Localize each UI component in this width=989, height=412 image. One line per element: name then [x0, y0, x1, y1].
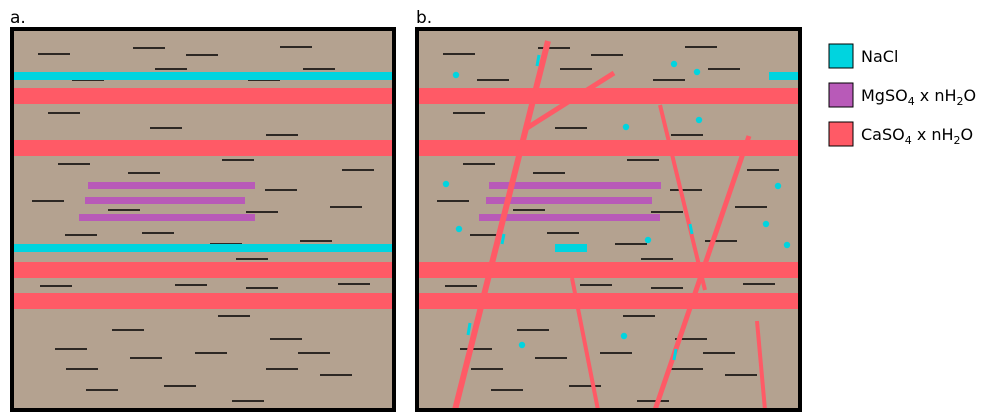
panel-a-nacl-layer-1	[12, 72, 394, 80]
legend-label-mgso4: MgSO4 x nH2O	[861, 86, 976, 108]
panel-a-caso4-layer-2	[12, 140, 394, 156]
legend-item-mgso4: MgSO4 x nH2O	[828, 82, 976, 108]
panel-b-nacl-layer-remnant	[769, 72, 800, 80]
panel-b-nacl-crystal	[762, 220, 770, 228]
panel-a-label: a.	[10, 8, 26, 28]
panel-b-vein-lower	[570, 277, 600, 411]
panel-b-nacl-fragment-3	[466, 322, 472, 336]
panel-a-border	[10, 27, 396, 412]
panel-b-nacl-vein-fragments	[466, 54, 694, 361]
legend-swatch-caso4	[828, 121, 854, 147]
panel-a-caso4-layer-3	[12, 262, 394, 278]
panel-b-nacl-crystal	[693, 68, 701, 76]
panel-b-nacl-crystal	[452, 71, 460, 79]
panel-b-nacl-crystal	[644, 236, 652, 244]
panel-b-nacl-crystal	[783, 241, 791, 249]
legend-label-nacl: NaCl	[861, 47, 898, 66]
panel-b-nacl-fragment-5	[672, 348, 678, 361]
panel-b: b.	[415, 8, 802, 412]
panel-b-mgso4-layer-3	[479, 214, 660, 221]
panel-b-nacl-crystals	[442, 60, 791, 349]
panel-b-label: b.	[416, 8, 432, 28]
panel-a-caso4-layer-1	[12, 88, 394, 104]
panel-b-caso4-layer-3	[417, 262, 800, 278]
panel-b-caso4-layer-2	[417, 140, 800, 156]
panel-b-nacl-crystal	[670, 60, 678, 68]
panel-b-border	[415, 27, 802, 412]
legend-item-nacl: NaCl	[828, 43, 898, 69]
panel-b-vein-small	[755, 320, 767, 411]
panel-b-mgso4-layer-1	[489, 182, 661, 189]
panel-b-nacl-crystal	[622, 123, 630, 131]
panel-b-mgso4-layer-2	[486, 197, 652, 204]
panel-b-nacl-crystal	[620, 332, 628, 340]
panel-a-sediment-dashes	[32, 46, 374, 402]
panel-b-vein-main	[452, 40, 551, 411]
panel-b-caso4-layer-1	[417, 88, 800, 104]
panel-b-nacl-layer-remnant-2	[555, 244, 587, 252]
legend-item-caso4: CaSO4 x nH2O	[828, 121, 973, 147]
panel-a-mgso4-layer-2	[85, 197, 245, 204]
legend: NaCl MgSO4 x nH2O CaSO4 x nH2O	[828, 43, 976, 147]
legend-swatch-mgso4	[828, 82, 854, 108]
panel-b-vein-right	[652, 135, 752, 411]
panel-b-nacl-crystal	[774, 182, 782, 190]
panel-a: a.	[10, 8, 396, 412]
legend-swatch-nacl	[828, 43, 854, 69]
panel-a-nacl-layer-2	[12, 244, 394, 252]
panel-a-caso4-layer-4	[12, 293, 394, 309]
panel-b-vein-center	[658, 104, 707, 291]
panel-b-nacl-fragment-1	[535, 54, 541, 67]
panel-b-nacl-crystal	[442, 180, 450, 188]
panel-b-nacl-crystal	[518, 341, 526, 349]
panel-b-nacl-crystal	[695, 116, 703, 124]
panel-b-vein-branch	[525, 70, 616, 131]
panel-a-layers	[12, 72, 394, 309]
panel-a-mgso4-layer-3	[79, 214, 255, 221]
panel-b-nacl-crystal	[455, 225, 463, 233]
panel-b-caso4-layer-4	[417, 293, 800, 309]
legend-label-caso4: CaSO4 x nH2O	[861, 125, 973, 147]
panel-b-nacl-fragment-4	[688, 223, 694, 235]
panel-b-nacl-fragment-2	[500, 233, 506, 245]
panel-b-sediment-dashes	[437, 46, 779, 402]
panel-a-mgso4-layer-1	[88, 182, 255, 189]
panel-b-caso4-veins	[452, 40, 767, 411]
